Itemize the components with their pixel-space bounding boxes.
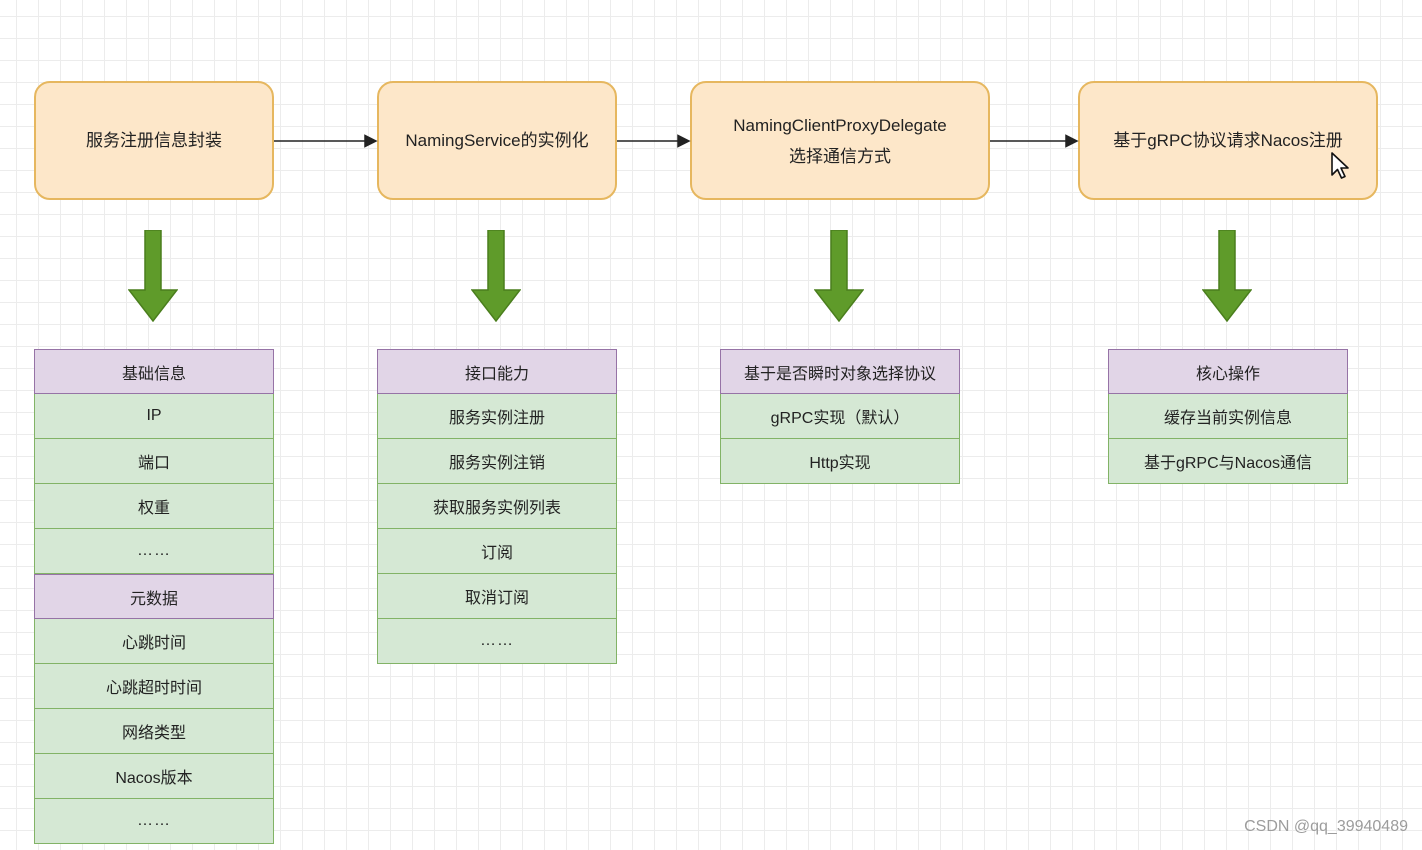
step-3-label-line-1: NamingClientProxyDelegate: [733, 115, 947, 135]
table-row: 服务实例注册: [377, 394, 617, 439]
down-arrow-icon: [1202, 230, 1252, 322]
table-row: 取消订阅: [377, 574, 617, 619]
table-row: 心跳超时时间: [34, 664, 274, 709]
mouse-pointer-icon: [1331, 152, 1349, 179]
table-row: 端口: [34, 439, 274, 484]
step-connectors: [274, 134, 1079, 148]
step-3-label-line-2: 选择通信方式: [789, 146, 891, 166]
table-row: 网络类型: [34, 709, 274, 754]
table-row: ……: [377, 619, 617, 664]
table-row: 基于gRPC与Nacos通信: [1108, 439, 1348, 484]
down-arrow-icon: [471, 230, 521, 322]
table-header: 基于是否瞬时对象选择协议: [720, 349, 960, 394]
watermark: CSDN @qq_39940489: [1244, 818, 1408, 835]
step-1-label: 服务注册信息封装: [86, 131, 222, 150]
table-header: 核心操作: [1108, 349, 1348, 394]
table-header: 基础信息: [34, 349, 274, 394]
table-header: 接口能力: [377, 349, 617, 394]
table-row: 权重: [34, 484, 274, 529]
table-row: gRPC实现（默认）: [720, 394, 960, 439]
down-arrow-icon: [814, 230, 864, 322]
table-row: Http实现: [720, 439, 960, 484]
step-1-box[interactable]: 服务注册信息封装: [34, 81, 274, 200]
connector-2-3-arrowhead: [677, 134, 691, 148]
connector-3-4-arrowhead: [1065, 134, 1079, 148]
table-header: 元数据: [34, 574, 274, 619]
step-4-label: 基于gRPC协议请求Nacos注册: [1113, 131, 1343, 150]
table-row: ……: [34, 529, 274, 574]
table-row: 缓存当前实例信息: [1108, 394, 1348, 439]
connector-1-2-arrowhead: [364, 134, 378, 148]
down-arrow-icon: [128, 230, 178, 322]
step-3-box[interactable]: NamingClientProxyDelegate 选择通信方式: [690, 81, 990, 200]
step-4-box[interactable]: 基于gRPC协议请求Nacos注册: [1078, 81, 1378, 200]
table-row: 心跳时间: [34, 619, 274, 664]
table-row: 服务实例注销: [377, 439, 617, 484]
table-row: 订阅: [377, 529, 617, 574]
table-row: IP: [34, 394, 274, 439]
step-2-label: NamingService的实例化: [405, 131, 589, 150]
detail-table-4: 核心操作缓存当前实例信息基于gRPC与Nacos通信: [1108, 349, 1348, 484]
table-row: ……: [34, 799, 274, 844]
step-2-box[interactable]: NamingService的实例化: [377, 81, 617, 200]
detail-table-2: 接口能力服务实例注册服务实例注销获取服务实例列表订阅取消订阅……: [377, 349, 617, 664]
table-row: Nacos版本: [34, 754, 274, 799]
table-row: 获取服务实例列表: [377, 484, 617, 529]
